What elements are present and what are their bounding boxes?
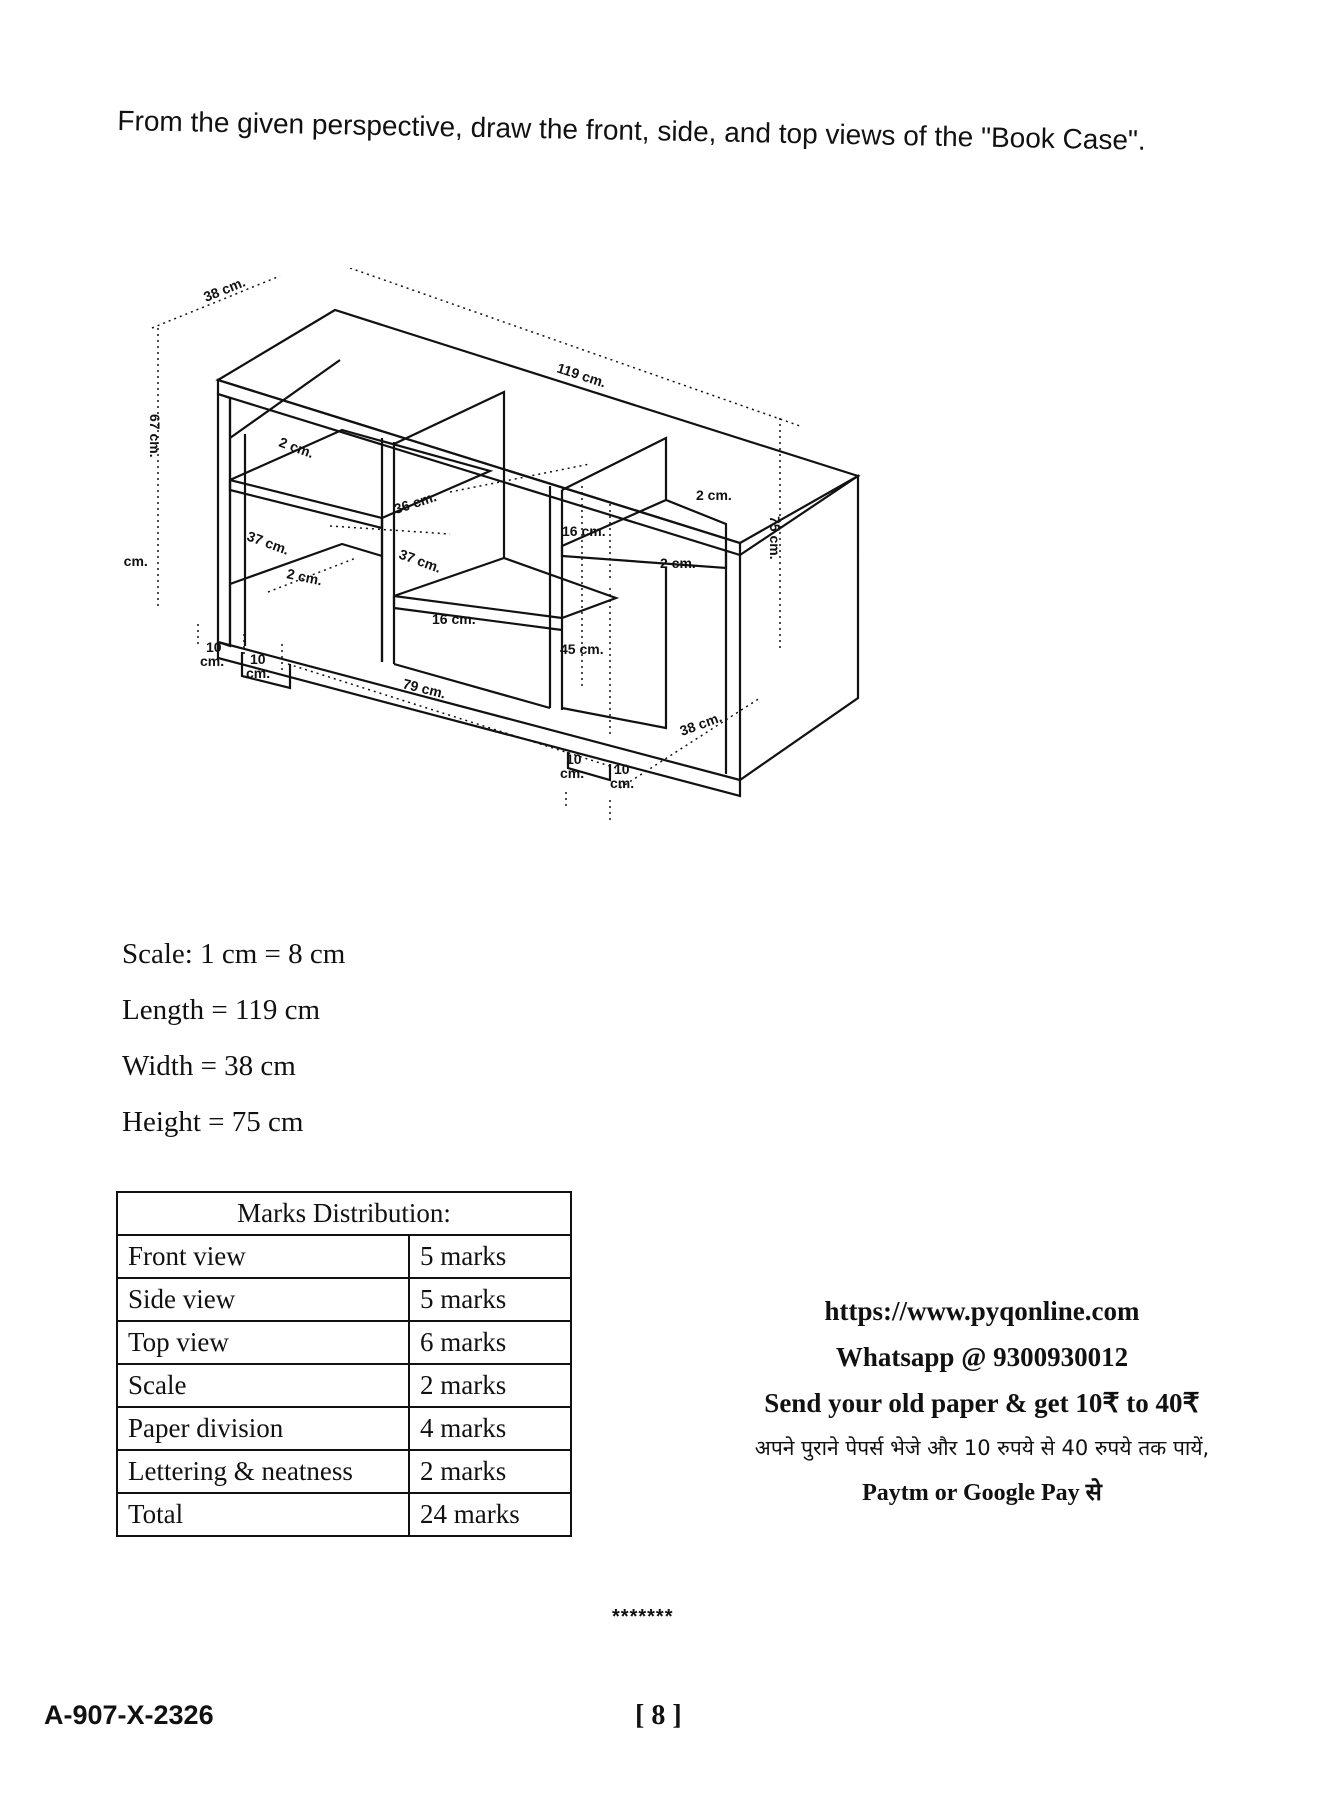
divider-1 (380, 438, 396, 664)
right-shelf (560, 498, 728, 570)
marks-cell: 2 marks (408, 1363, 572, 1408)
label-bottom-depth: 38 cm. (678, 709, 724, 739)
right-end-panel (738, 473, 860, 783)
question-text: From the given perspective, draw the fro… (117, 104, 1146, 156)
label-center-gap: 16 cm. (432, 611, 476, 627)
item-cell: Side view (116, 1277, 410, 1322)
page-number: [ 8 ] (635, 1700, 682, 1731)
leg-left (240, 652, 292, 690)
marks-cell: 2 marks (408, 1449, 572, 1494)
label-center-width: 36 cm. (392, 488, 438, 517)
label-right-side-thick: 2 cm. (660, 555, 696, 571)
leg-right (566, 752, 612, 782)
end-marker: ******* (612, 1606, 674, 1628)
label-plinth-height: 8 cm. (120, 553, 148, 569)
divider-2 (548, 486, 564, 710)
item-cell: Lettering & neatness (116, 1449, 410, 1494)
bottom-plinth (216, 640, 742, 798)
promo-hindi: अपने पुराने पेपर्स भेजे और 10 रुपये से 4… (754, 1436, 1210, 1460)
label-leg-right-b: 10 (614, 761, 630, 777)
spec-length: Length = 119 cm (122, 994, 321, 1026)
marks-cell: 6 marks (408, 1320, 572, 1365)
promo-url: https://www.pyqonline.com (824, 1296, 1140, 1326)
left-shelf (228, 428, 494, 530)
paper-code: A-907-X-2326 (44, 1700, 214, 1730)
label-right-top-thick: 2 cm. (696, 487, 732, 503)
label-left-shelf-depth: 37 cm. (245, 528, 291, 558)
label-top-length: 119 cm. (555, 360, 608, 391)
label-leg-left-b: 10 (250, 651, 266, 667)
marks-cell: 5 marks (408, 1277, 572, 1322)
item-cell: Top view (116, 1320, 410, 1365)
label-leg-left-b-unit: cm. (246, 665, 270, 681)
label-leg-right-b-unit: cm. (610, 775, 634, 791)
promo-block: https://www.pyqonline.com Whatsapp @ 930… (642, 1288, 1322, 1516)
item-cell: Front view (116, 1234, 410, 1279)
label-right-upper-gap: 16 cm. (562, 523, 606, 539)
promo-whatsapp: Whatsapp @ 9300930012 (835, 1342, 1129, 1372)
label-right-lower-gap: 45 cm. (560, 641, 604, 657)
item-cell: Scale (116, 1363, 410, 1408)
spec-height: Height = 75 cm (122, 1106, 304, 1138)
bookcase-perspective-drawing: 38 cm. 119 cm. 67 cm. 8 cm. 2 cm. 37 cm.… (120, 268, 861, 820)
table-caption: Marks Distribution: (116, 1191, 572, 1236)
top-slab (215, 308, 861, 545)
label-leg-left-a-unit: cm. (200, 653, 224, 669)
left-side-panel (216, 392, 232, 648)
spec-scale: Scale: 1 cm = 8 cm (122, 938, 346, 970)
promo-send: Send your old paper & get 10₹ to 40₹ (764, 1388, 1200, 1418)
label-leg-right-a: 10 (566, 751, 582, 767)
label-top-depth: 38 cm. (201, 274, 247, 305)
label-center-shelf-depth: 37 cm. (397, 546, 443, 576)
label-right-height: 75 cm. (767, 516, 783, 560)
label-left-height: 67 cm. (147, 414, 163, 458)
label-leg-right-a-unit: cm. (560, 765, 584, 781)
marks-cell: 4 marks (408, 1406, 572, 1451)
item-cell: Total (116, 1492, 410, 1537)
spec-width: Width = 38 cm (122, 1050, 296, 1082)
marks-cell: 24 marks (408, 1492, 572, 1537)
bookcase-figure: 38 cm. 119 cm. 67 cm. 8 cm. 2 cm. 37 cm.… (120, 268, 920, 928)
label-leg-left-a: 10 (206, 639, 222, 655)
marks-cell: 5 marks (408, 1234, 572, 1279)
item-cell: Paper division (116, 1406, 410, 1451)
promo-pay: Paytm or Google Pay से (862, 1480, 1102, 1506)
label-bottom-thick: 2 cm. (285, 565, 323, 588)
